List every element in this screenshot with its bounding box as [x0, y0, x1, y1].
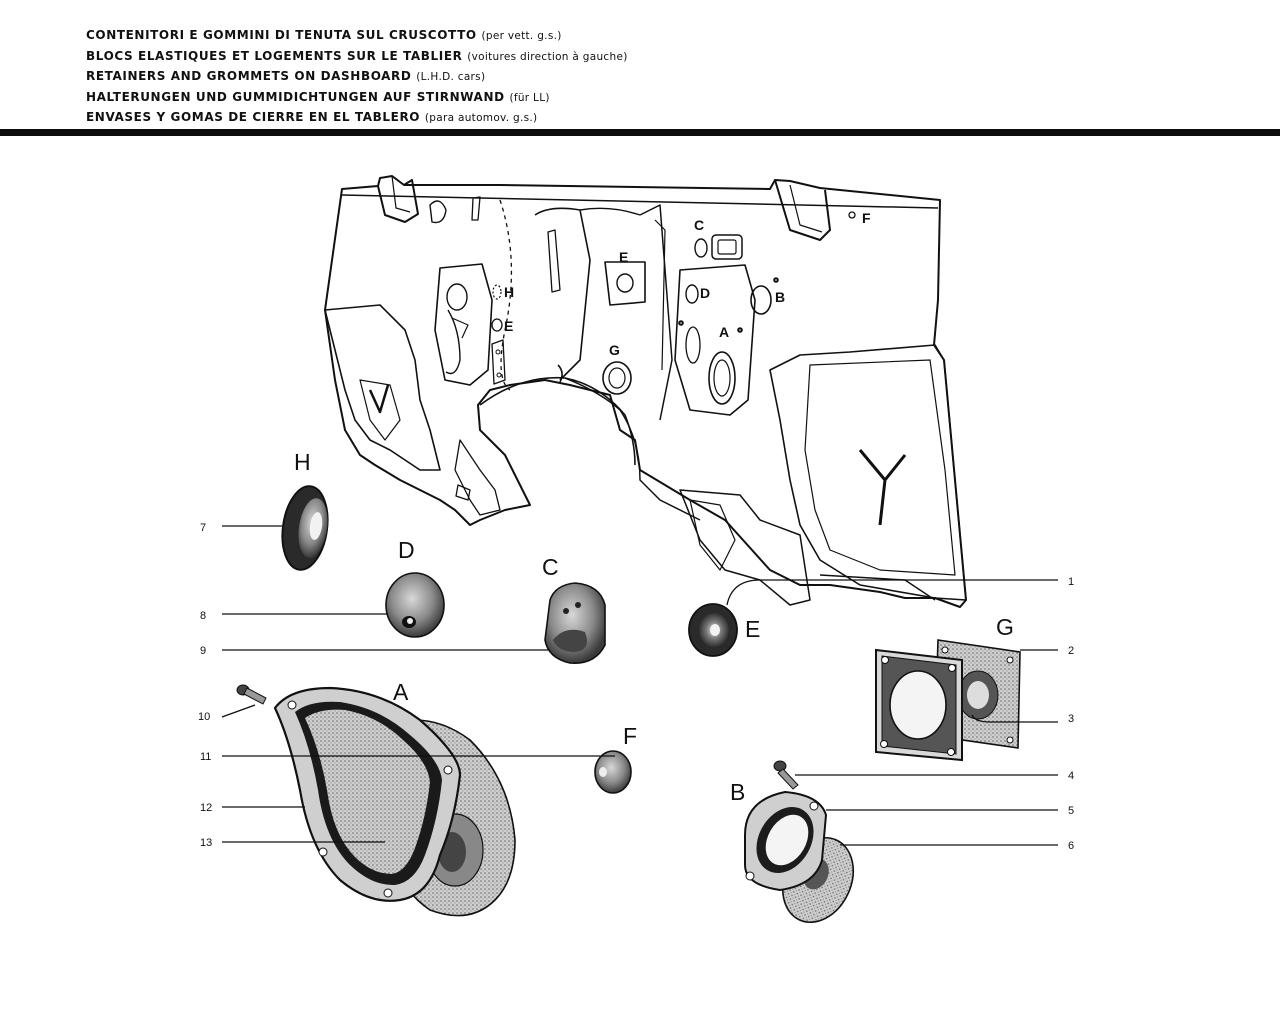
retainer-b	[744, 760, 855, 924]
callout-11: 11	[200, 751, 211, 763]
title-italian: CONTENITORI E GOMMINI DI TENUTA SUL CRUS…	[86, 28, 562, 42]
callout-10: 10	[198, 711, 210, 723]
callout-9: 9	[200, 645, 206, 657]
panel-label-h: H	[504, 284, 514, 300]
letter-h: H	[294, 449, 311, 475]
panel-label-f: F	[862, 210, 871, 226]
grommet-h	[281, 485, 329, 571]
callout-6: 6	[1068, 840, 1074, 852]
screw-10	[236, 684, 267, 705]
letter-c: C	[542, 554, 559, 580]
callout-2: 2	[1068, 645, 1074, 657]
panel-label-g: G	[609, 342, 620, 358]
panel-label-a: A	[719, 324, 729, 340]
letter-e: E	[745, 616, 760, 642]
title-french: BLOCS ELASTIQUES ET LOGEMENTS SUR LE TAB…	[86, 48, 628, 63]
letter-g: G	[996, 614, 1014, 640]
letter-d: D	[398, 537, 415, 563]
letter-b: B	[730, 779, 745, 805]
header-rule	[0, 129, 1280, 136]
panel-label-e-lower: E	[504, 318, 513, 334]
title-english: RETAINERS AND GROMMETS ON DASHBOARD (L.H…	[86, 69, 486, 83]
title-spanish: ENVASES Y GOMAS DE CIERRE EN EL TABLERO …	[86, 110, 538, 124]
panel-label-b: B	[775, 289, 785, 305]
callout-1: 1	[1068, 576, 1074, 588]
header: CONTENITORI E GOMMINI DI TENUTA SUL CRUS…	[86, 26, 628, 129]
letter-a: A	[393, 679, 409, 705]
title-german: HALTERUNGEN UND GUMMIDICHTUNGEN AUF STIR…	[86, 89, 550, 104]
grommet-e	[688, 603, 738, 657]
panel-label-d: D	[700, 285, 710, 301]
screw-4	[773, 760, 799, 790]
callout-8: 8	[200, 610, 206, 622]
dashboard-panel	[324, 175, 967, 608]
letter-f: F	[623, 723, 637, 749]
callout-5: 5	[1068, 805, 1074, 817]
callout-13: 13	[200, 837, 212, 849]
grommet-c	[544, 582, 606, 664]
retainer-g	[875, 639, 1021, 762]
grommet-d	[385, 572, 445, 638]
callout-4: 4	[1068, 770, 1074, 782]
retainer-a	[236, 684, 516, 917]
callout-12: 12	[200, 802, 212, 814]
panel-label-e-upper: E	[619, 249, 628, 265]
grommet-f	[594, 750, 632, 794]
panel-label-c: C	[694, 217, 704, 233]
callout-7: 7	[200, 522, 206, 534]
callout-3: 3	[1068, 713, 1074, 725]
